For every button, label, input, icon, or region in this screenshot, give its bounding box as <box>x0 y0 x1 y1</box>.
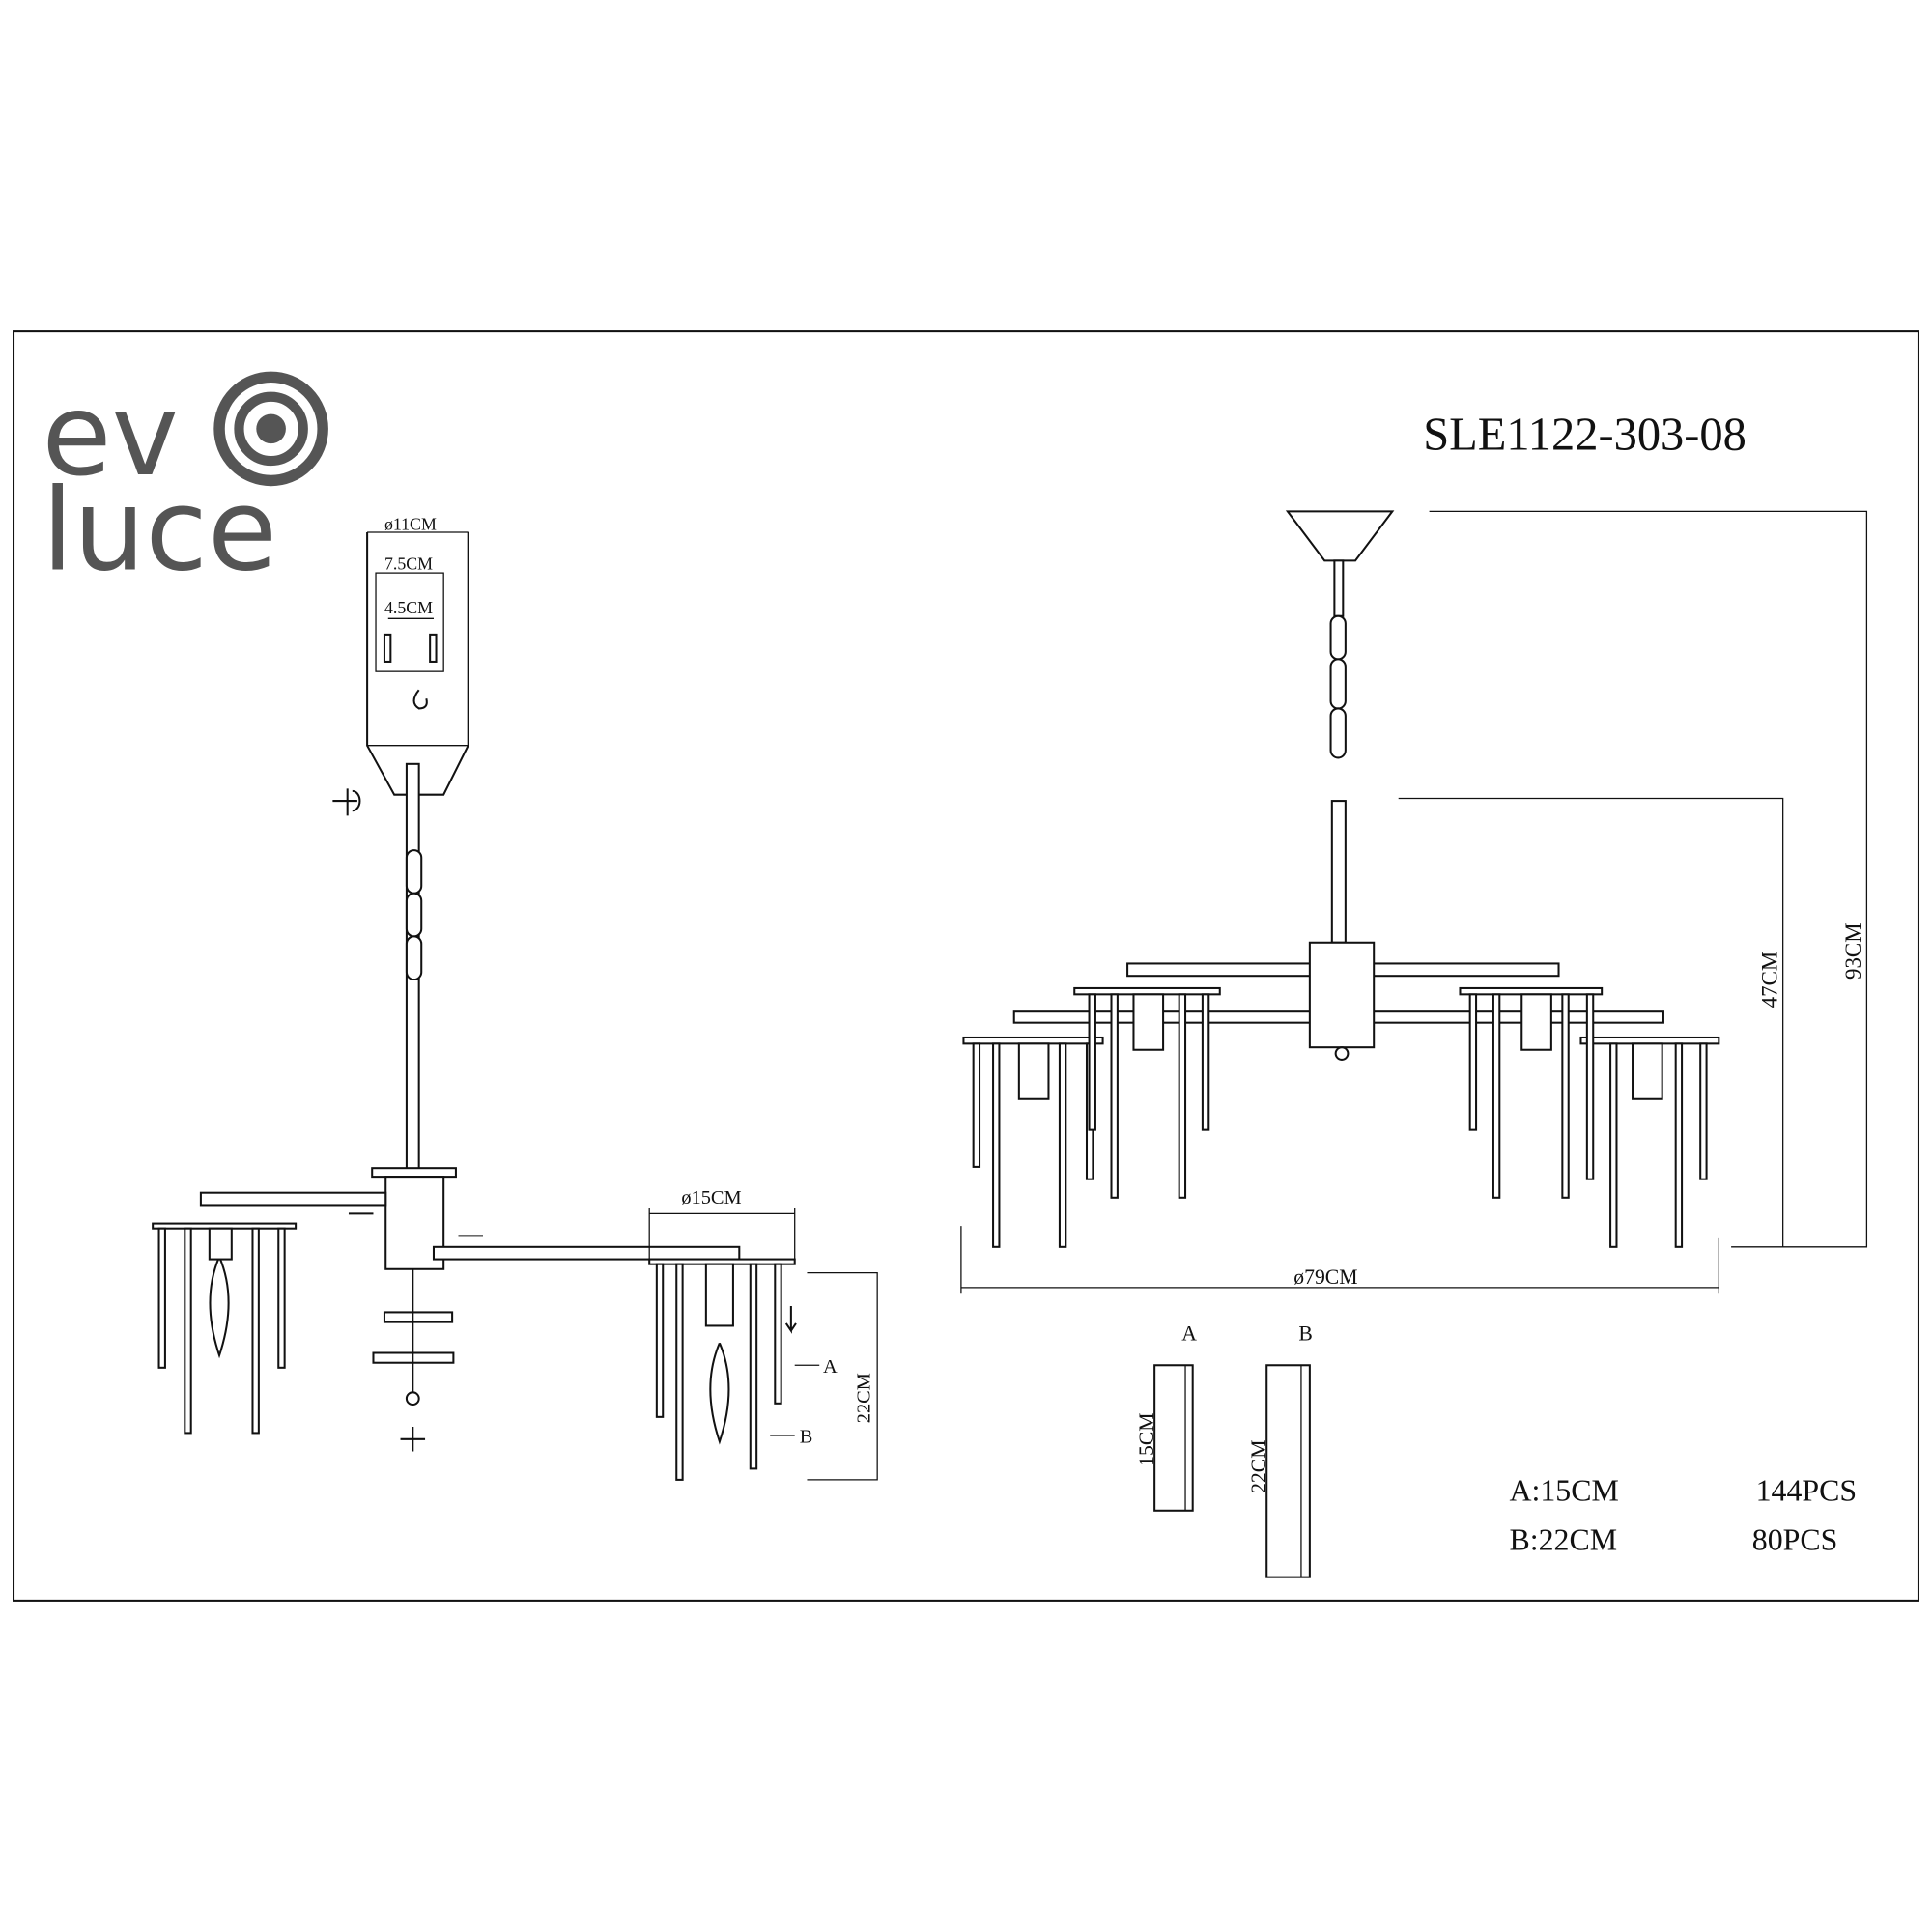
screw-icon <box>429 633 438 663</box>
canopy <box>1285 510 1395 562</box>
arrow-icon <box>784 1306 797 1334</box>
part-qty: 80PCS <box>1752 1523 1838 1557</box>
rod-a-label: A <box>823 1356 838 1378</box>
model-number: SLE1122-303-08 <box>1423 410 1747 461</box>
part-spec: B:22CM <box>1510 1523 1618 1557</box>
arrow-icon <box>348 1212 483 1237</box>
lamp-groups <box>962 986 1720 1100</box>
part-spec: A:15CM <box>1510 1474 1619 1508</box>
socket <box>704 1263 734 1327</box>
rod-details: A 15CM B 22CM <box>1135 1322 1313 1578</box>
rod-b-length-label: 22CM <box>1247 1440 1270 1493</box>
top-plate <box>371 1167 457 1179</box>
crystal-rods <box>972 993 1708 1248</box>
rotate-arrow-icon <box>332 788 361 816</box>
left-arm <box>199 1191 387 1207</box>
down-rod <box>1330 800 1347 944</box>
rod-a-length-label: 15CM <box>1135 1412 1158 1465</box>
canopy-diameter-label: ø11CM <box>384 514 437 533</box>
logo-text-luce: luce <box>42 464 277 596</box>
finial <box>405 1391 420 1406</box>
rod-b-label: B <box>800 1427 813 1448</box>
total-height-label: 93CM <box>1841 923 1865 980</box>
crystal-rods <box>655 1263 782 1481</box>
screw-spacing-label: 4.5CM <box>384 598 433 617</box>
part-qty: 144PCS <box>1756 1474 1858 1508</box>
dim-line <box>807 1271 878 1481</box>
crystal-rods <box>157 1227 286 1435</box>
drop-height-label: 22CM <box>854 1373 875 1423</box>
drawing-frame <box>13 330 1919 1602</box>
dim-line <box>960 1226 1719 1294</box>
chain <box>1329 614 1347 759</box>
bottom-disc <box>383 1311 454 1323</box>
side-view: ø11CM 7.5CM 4.5CM <box>152 514 878 1481</box>
hook-icon <box>412 689 428 710</box>
body <box>1308 941 1376 1049</box>
bulb-icon <box>709 1342 730 1445</box>
finial <box>1334 1046 1350 1061</box>
rotate-arrow-icon <box>400 1427 426 1452</box>
right-arm <box>432 1245 741 1261</box>
shade-diameter-label: ø15CM <box>681 1187 741 1208</box>
front-view: 93CM 47CM ø79CM <box>960 510 1868 1294</box>
parts-list: A:15CM 144PCS B:22CM 80PCS <box>1510 1474 1858 1557</box>
mount-plate-width-label: 7.5CM <box>384 554 433 573</box>
screw-icon <box>383 633 392 663</box>
brand-logo: ev luce <box>42 369 328 596</box>
bulb-icon <box>209 1256 230 1359</box>
rod-a-drawing <box>1153 1364 1194 1512</box>
body-height-label: 47CM <box>1757 952 1781 1009</box>
dim-line <box>1429 510 1868 1248</box>
rod-b-drawing <box>1265 1364 1311 1578</box>
rod <box>1333 559 1345 617</box>
mount-plate <box>375 572 444 672</box>
logo-text-ev: ev <box>42 369 179 501</box>
rod-b-title: B <box>1298 1322 1312 1346</box>
diameter-label: ø79CM <box>1293 1265 1357 1289</box>
rod-a-title: A <box>1181 1322 1197 1346</box>
logo-circle-icon <box>213 371 328 487</box>
socket <box>208 1227 233 1261</box>
dim-line <box>1398 797 1784 1247</box>
chain <box>405 849 423 981</box>
